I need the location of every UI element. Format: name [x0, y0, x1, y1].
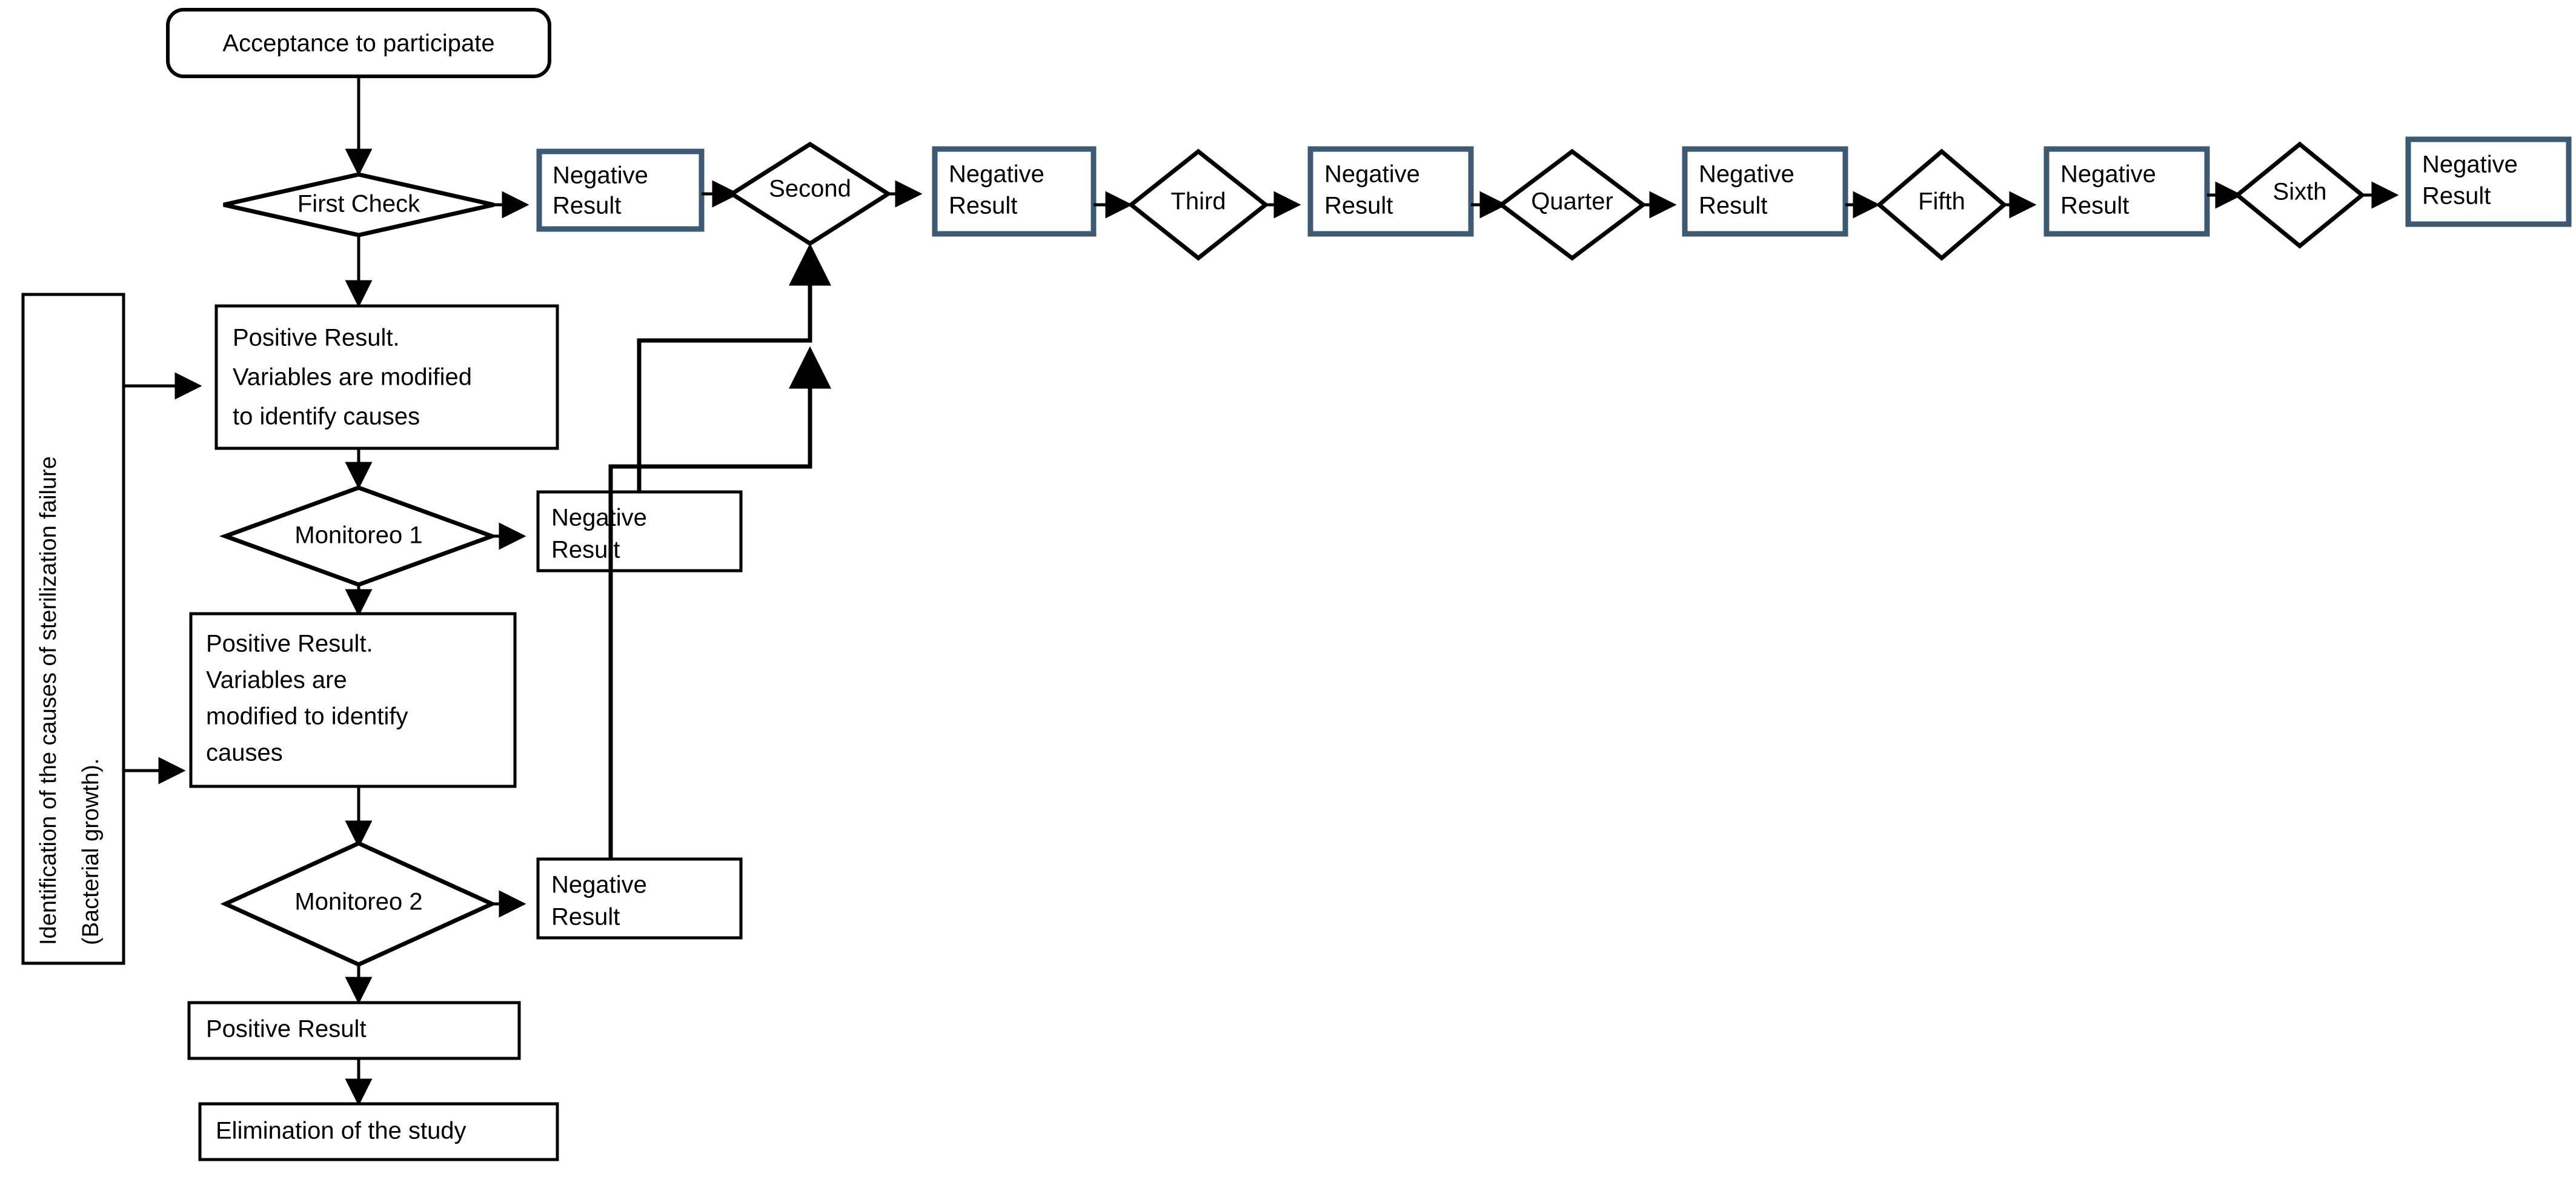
node-third[interactable]: Third	[1127, 148, 1269, 261]
neg2-box-shape	[932, 146, 1097, 237]
node-positive-result-2[interactable]: Positive Result. Variables are modified …	[189, 612, 517, 788]
node-negative-result-4[interactable]: Negative Result	[1682, 146, 1848, 237]
node-positive-result-1[interactable]: Positive Result. Variables are modified …	[214, 304, 559, 450]
node-positive-result-final[interactable]: Positive Result	[187, 1001, 521, 1060]
sixth-label: Sixth	[2273, 179, 2327, 205]
neg6-label-line1: Negative	[2422, 151, 2518, 178]
neg4-box-shape	[1682, 146, 1848, 237]
elimination-box-shape	[198, 1102, 559, 1161]
positive1-label-line2: Variables are modified	[233, 364, 472, 391]
neg4-label-line1: Negative	[1699, 161, 1794, 188]
positive-final-box-shape	[187, 1001, 521, 1060]
positive2-box-shape	[189, 612, 517, 788]
fifth-label: Fifth	[1918, 188, 1965, 215]
first-check-label: First Check	[297, 191, 420, 217]
positive-final-label: Positive Result	[206, 1016, 367, 1043]
quarter-shape	[1498, 148, 1647, 261]
negm1-box-shape	[536, 490, 743, 573]
second-label: Second	[769, 176, 851, 202]
negm2-label-line2: Result	[551, 904, 620, 931]
negm2-label-line1: Negative	[551, 872, 647, 898]
neg3-label-line2: Result	[1324, 193, 1393, 219]
node-negative-result-1[interactable]: Negative Result	[536, 148, 705, 232]
positive1-box-shape	[214, 304, 559, 450]
neg1-label-line1: Negative	[553, 162, 648, 189]
neg1-label-line2: Result	[553, 193, 621, 219]
node-first-check[interactable]: First Check	[223, 172, 494, 237]
positive2-label-line1: Positive Result.	[206, 631, 373, 657]
elimination-label: Elimination of the study	[216, 1118, 466, 1144]
positive1-label-line1: Positive Result.	[233, 325, 400, 351]
neg2-label-line2: Result	[949, 193, 1017, 219]
node-negative-result-monitoreo-1[interactable]: Negative Result	[536, 490, 743, 573]
positive2-label-line4: causes	[206, 740, 283, 766]
quarter-label: Quarter	[1531, 188, 1613, 215]
node-second[interactable]: Second	[728, 141, 892, 247]
neg5-box-shape	[2043, 146, 2210, 237]
neg5-label-line1: Negative	[2060, 161, 2156, 188]
third-label: Third	[1170, 188, 1226, 215]
positive2-label-line3: modified to identify	[206, 703, 408, 730]
fifth-shape	[1876, 148, 2008, 261]
neg3-box-shape	[1307, 146, 1474, 237]
acceptance-label: Acceptance to participate	[222, 30, 494, 57]
neg4-label-line2: Result	[1699, 193, 1767, 219]
side-label-line1: Identification of the causes of steriliz…	[36, 456, 61, 945]
node-negative-result-3[interactable]: Negative Result	[1307, 146, 1474, 237]
neg5-label-line2: Result	[2060, 193, 2129, 219]
negm1-label-line1: Negative	[551, 505, 647, 531]
node-sixth[interactable]: Sixth	[2234, 141, 2366, 249]
neg6-label-line2: Result	[2422, 183, 2491, 210]
node-fifth[interactable]: Fifth	[1876, 148, 2008, 261]
node-negative-result-6[interactable]: Negative Result	[2405, 136, 2572, 227]
sixth-shape	[2234, 141, 2366, 249]
negm2-box-shape	[536, 857, 743, 940]
monitoreo2-label: Monitoreo 2	[294, 889, 422, 915]
node-quarter[interactable]: Quarter	[1498, 148, 1647, 261]
third-shape	[1127, 148, 1269, 261]
node-elimination-of-the-study[interactable]: Elimination of the study	[198, 1102, 559, 1161]
node-side-label-sterilization[interactable]: Identification of the causes of steriliz…	[21, 293, 125, 965]
neg2-label-line1: Negative	[949, 161, 1044, 188]
node-negative-result-monitoreo-2[interactable]: Negative Result	[536, 857, 743, 940]
side-label-box-shape	[21, 293, 125, 965]
edge-negm1-feedback-to-second	[637, 243, 831, 492]
neg1-box-shape	[536, 148, 705, 232]
positive2-label-line2: Variables are	[206, 667, 347, 694]
node-monitoreo-1[interactable]: Monitoreo 1	[219, 485, 499, 587]
monitoreo1-label: Monitoreo 1	[294, 522, 422, 549]
positive1-label-line3: to identify causes	[233, 403, 420, 430]
side-label-line2: (Bacterial growth).	[78, 758, 104, 945]
node-acceptance-to-participate[interactable]: Acceptance to participate	[166, 8, 551, 78]
node-monitoreo-2[interactable]: Monitoreo 2	[220, 841, 497, 967]
neg6-box-shape	[2405, 136, 2572, 227]
edge-negm2-feedback-to-second	[608, 346, 831, 859]
negm1-label-line2: Result	[551, 537, 620, 563]
neg3-label-line1: Negative	[1324, 161, 1420, 188]
node-negative-result-5[interactable]: Negative Result	[2043, 146, 2210, 237]
node-negative-result-2[interactable]: Negative Result	[932, 146, 1097, 237]
